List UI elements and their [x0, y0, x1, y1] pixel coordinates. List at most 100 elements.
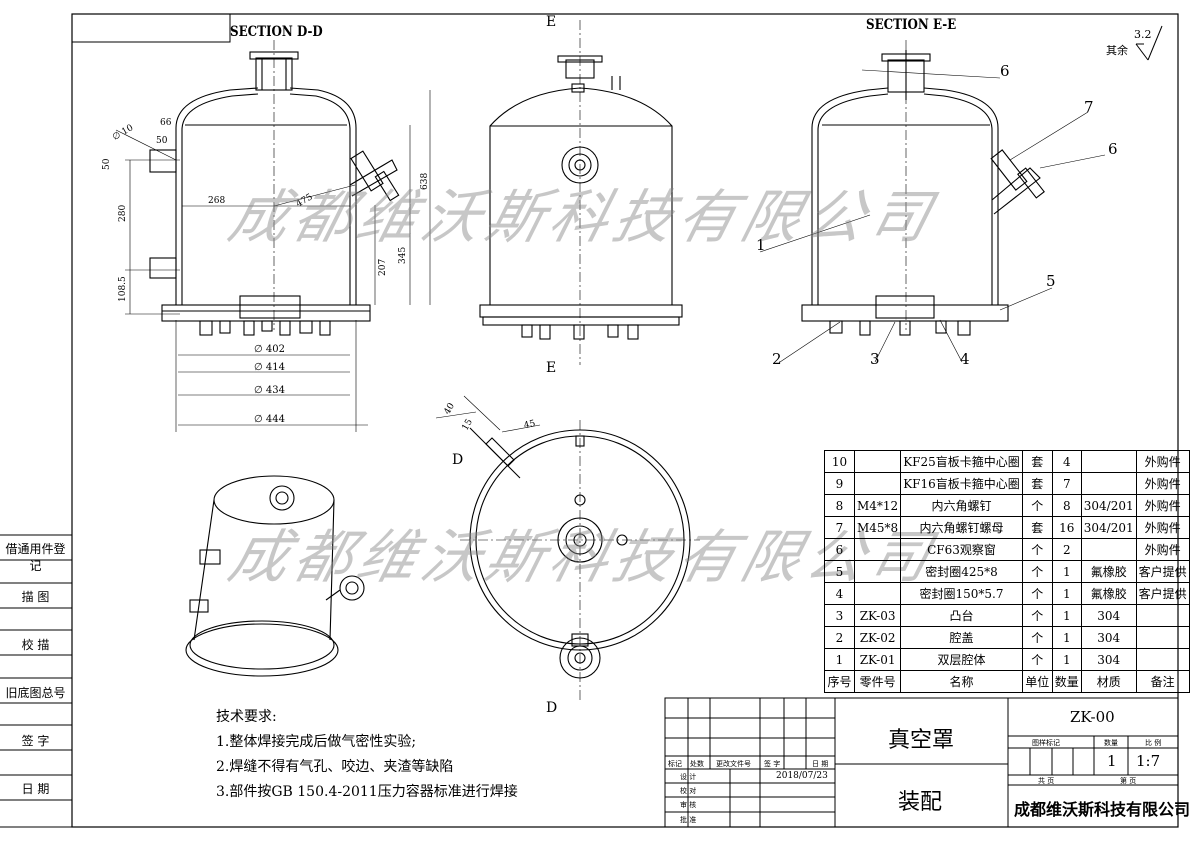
bom-cell: 个 — [1021, 626, 1053, 649]
rev-header-count: 处数 — [690, 760, 704, 768]
bom-cell: 1 — [1051, 626, 1082, 649]
top-left-box — [71, 13, 231, 43]
bom-cell: 密封圈150*5.7 — [900, 582, 1023, 605]
sidebar-label-trace: 描 图 — [21, 590, 50, 604]
bom-cell: 序号 — [824, 670, 855, 693]
callout-2: 2 — [772, 350, 782, 368]
sidebar-label-date: 日 期 — [21, 782, 50, 796]
tech-title: 技术要求: — [216, 709, 277, 725]
technical-requirements: 技术要求: 1.整体焊接完成后做气密性实验; 2.焊缝不得有气孔、咬边、夹渣等缺… — [216, 705, 518, 805]
design-date: 2018/07/23 — [776, 771, 828, 781]
bom-cell: 1 — [1051, 560, 1082, 583]
bom-cell: 1 — [1051, 582, 1082, 605]
bom-cell: 304/201 — [1080, 494, 1137, 517]
bom-cell: 外购件 — [1135, 450, 1190, 473]
section-dd-view — [115, 40, 431, 432]
bom-cell — [1135, 648, 1190, 671]
section-d-marker-top: D — [452, 452, 464, 468]
top-view — [435, 395, 700, 700]
left-sidebar-grid — [0, 534, 72, 828]
bom-cell: 备注 — [1135, 670, 1190, 693]
bom-cell: 5 — [824, 560, 855, 583]
bom-cell: 密封圈425*8 — [900, 560, 1023, 583]
dim-50-horizontal: 50 — [156, 136, 168, 146]
bom-cell: 个 — [1021, 560, 1053, 583]
label-drawing-mark: 图样标记 — [1032, 739, 1060, 747]
surface-finish-value: 3.2 — [1134, 28, 1152, 41]
label-sheet-number: 第 页 — [1120, 777, 1137, 785]
bom-cell: 6 — [824, 538, 855, 561]
bom-cell: M45*8 — [853, 516, 902, 539]
bom-cell: 8 — [1051, 494, 1082, 517]
dim-dia-444: ∅ 444 — [254, 414, 285, 425]
bom-cell: 腔盖 — [900, 626, 1023, 649]
bom-cell — [853, 582, 902, 605]
bom-cell: 套 — [1021, 450, 1053, 473]
bom-cell: 客户提供 — [1135, 560, 1190, 583]
bom-cell: 7 — [824, 516, 855, 539]
drawing-border — [71, 13, 1179, 828]
bom-cell — [1080, 450, 1137, 473]
bom-cell: 2 — [1051, 538, 1082, 561]
bom-cell — [1135, 626, 1190, 649]
bom-cell: 个 — [1021, 604, 1053, 627]
bom-cell — [853, 560, 902, 583]
dim-dia-402: ∅ 402 — [254, 344, 285, 355]
bom-cell: 数量 — [1051, 670, 1082, 693]
sidebar-label-check: 校 描 — [21, 638, 50, 652]
company-name: 成都维沃斯科技有限公司 — [1014, 800, 1190, 819]
rev-header-date: 日 期 — [812, 760, 829, 768]
section-e-marker-bottom: E — [546, 360, 557, 376]
bom-cell: 名称 — [900, 670, 1023, 693]
bom-cell: 外购件 — [1135, 472, 1190, 495]
drawing-number: ZK-00 — [1070, 708, 1115, 726]
sidebar-label-old-number: 旧底图总号 — [5, 686, 66, 700]
bom-cell: 7 — [1051, 472, 1082, 495]
callout-7: 7 — [1084, 98, 1094, 116]
sidebar-label-sign: 签 字 — [21, 734, 50, 748]
callout-1: 1 — [756, 236, 766, 254]
sidebar-label-borrow: 借通用件登记 — [5, 542, 66, 573]
bom-cell: 内六角螺钉 — [900, 494, 1023, 517]
title-block-grid — [664, 697, 1179, 828]
bom-cell: ZK-01 — [853, 648, 902, 671]
bom-cell: 内六角螺钉螺母 — [900, 516, 1023, 539]
callout-6-side: 6 — [1108, 140, 1118, 158]
tech-item: 2.焊缝不得有气孔、咬边、夹渣等缺陷 — [216, 759, 454, 775]
bom-cell: 零件号 — [853, 670, 902, 693]
part-name-1: 真空罩 — [888, 728, 955, 753]
bom-cell: 1 — [1051, 648, 1082, 671]
label-total-sheets: 共 页 — [1038, 777, 1055, 785]
dim-280: 280 — [118, 204, 128, 222]
dim-66: 66 — [160, 118, 172, 128]
scale-value: 1:7 — [1136, 752, 1161, 770]
bom-cell: 氟橡胶 — [1080, 582, 1137, 605]
bom-cell: 304/201 — [1080, 516, 1137, 539]
role-check: 校 对 — [680, 787, 697, 795]
bom-cell — [1080, 538, 1137, 561]
dim-207: 207 — [378, 258, 388, 276]
tech-item: 3.部件按GB 150.4-2011压力容器标准进行焊接 — [216, 784, 518, 800]
bom-cell: M4*12 — [853, 494, 902, 517]
role-design: 设 计 — [680, 773, 697, 781]
bom-cell — [1080, 472, 1137, 495]
front-view — [479, 20, 683, 365]
dim-268: 268 — [208, 196, 226, 206]
bom-cell: 外购件 — [1135, 516, 1190, 539]
tech-item: 1.整体焊接完成后做气密性实验; — [216, 734, 417, 750]
bom-cell: 材质 — [1080, 670, 1137, 693]
part-name-2: 装配 — [898, 790, 943, 815]
surface-finish-symbol — [1135, 25, 1163, 61]
quantity-value: 1 — [1107, 752, 1117, 770]
rev-header-mark: 标记 — [668, 760, 682, 768]
bom-cell: 10 — [824, 450, 855, 473]
bom-cell: 1 — [824, 648, 855, 671]
section-d-marker-bottom: D — [546, 700, 558, 716]
rev-header-sign: 签 字 — [764, 760, 781, 768]
